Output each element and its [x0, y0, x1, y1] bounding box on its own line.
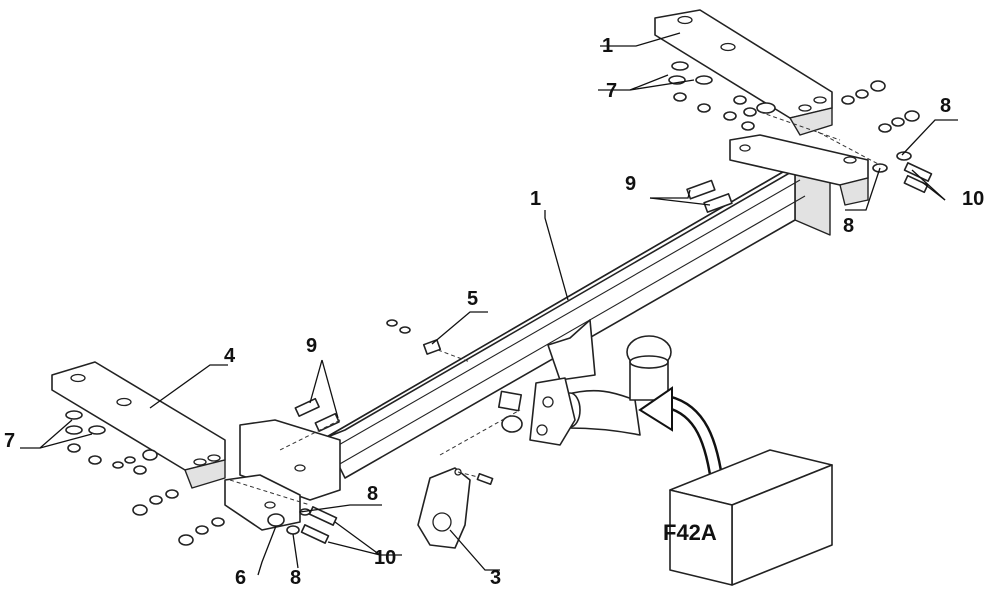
part-label-p10-top: 10 [962, 188, 984, 210]
hardware-top-right [668, 61, 933, 213]
model-box-label: F42A [663, 520, 717, 545]
part-label-p7-left: 7 [4, 430, 15, 452]
part-label-p7-top: 7 [606, 80, 617, 102]
right-upper-bracket [654, 9, 833, 136]
hardware-left [65, 397, 341, 546]
part-label-p6: 6 [235, 567, 246, 589]
socket-plate [417, 467, 494, 549]
part-label-p9-left: 9 [306, 335, 317, 357]
hardware-mid [386, 319, 523, 456]
part-label-p9-top: 9 [625, 173, 636, 195]
model-box [669, 449, 833, 586]
part-label-p8-low: 8 [367, 483, 378, 505]
part-label-p10-low: 10 [374, 547, 396, 569]
right-side-plate [729, 134, 869, 206]
part-number-labels: 1 7 8 9 8 10 1 5 4 9 7 8 10 6 8 3 [4, 35, 984, 589]
part-label-p3: 3 [490, 567, 501, 589]
main-cross-beam [324, 159, 831, 479]
part-label-p8-top: 8 [940, 95, 951, 117]
left-side-plate [224, 419, 341, 531]
part-label-p5: 5 [467, 288, 478, 310]
part-label-p8-bottom: 8 [290, 567, 301, 589]
part-label-p1-beam: 1 [530, 188, 541, 210]
part-label-p4: 4 [224, 345, 236, 367]
part-label-p1-top: 1 [602, 35, 613, 57]
tow-ball-neck [529, 319, 641, 446]
leader-lines [20, 32, 958, 576]
left-side-bracket [51, 361, 226, 489]
part-label-p8-mid: 8 [843, 215, 854, 237]
tow-ball [626, 335, 672, 401]
